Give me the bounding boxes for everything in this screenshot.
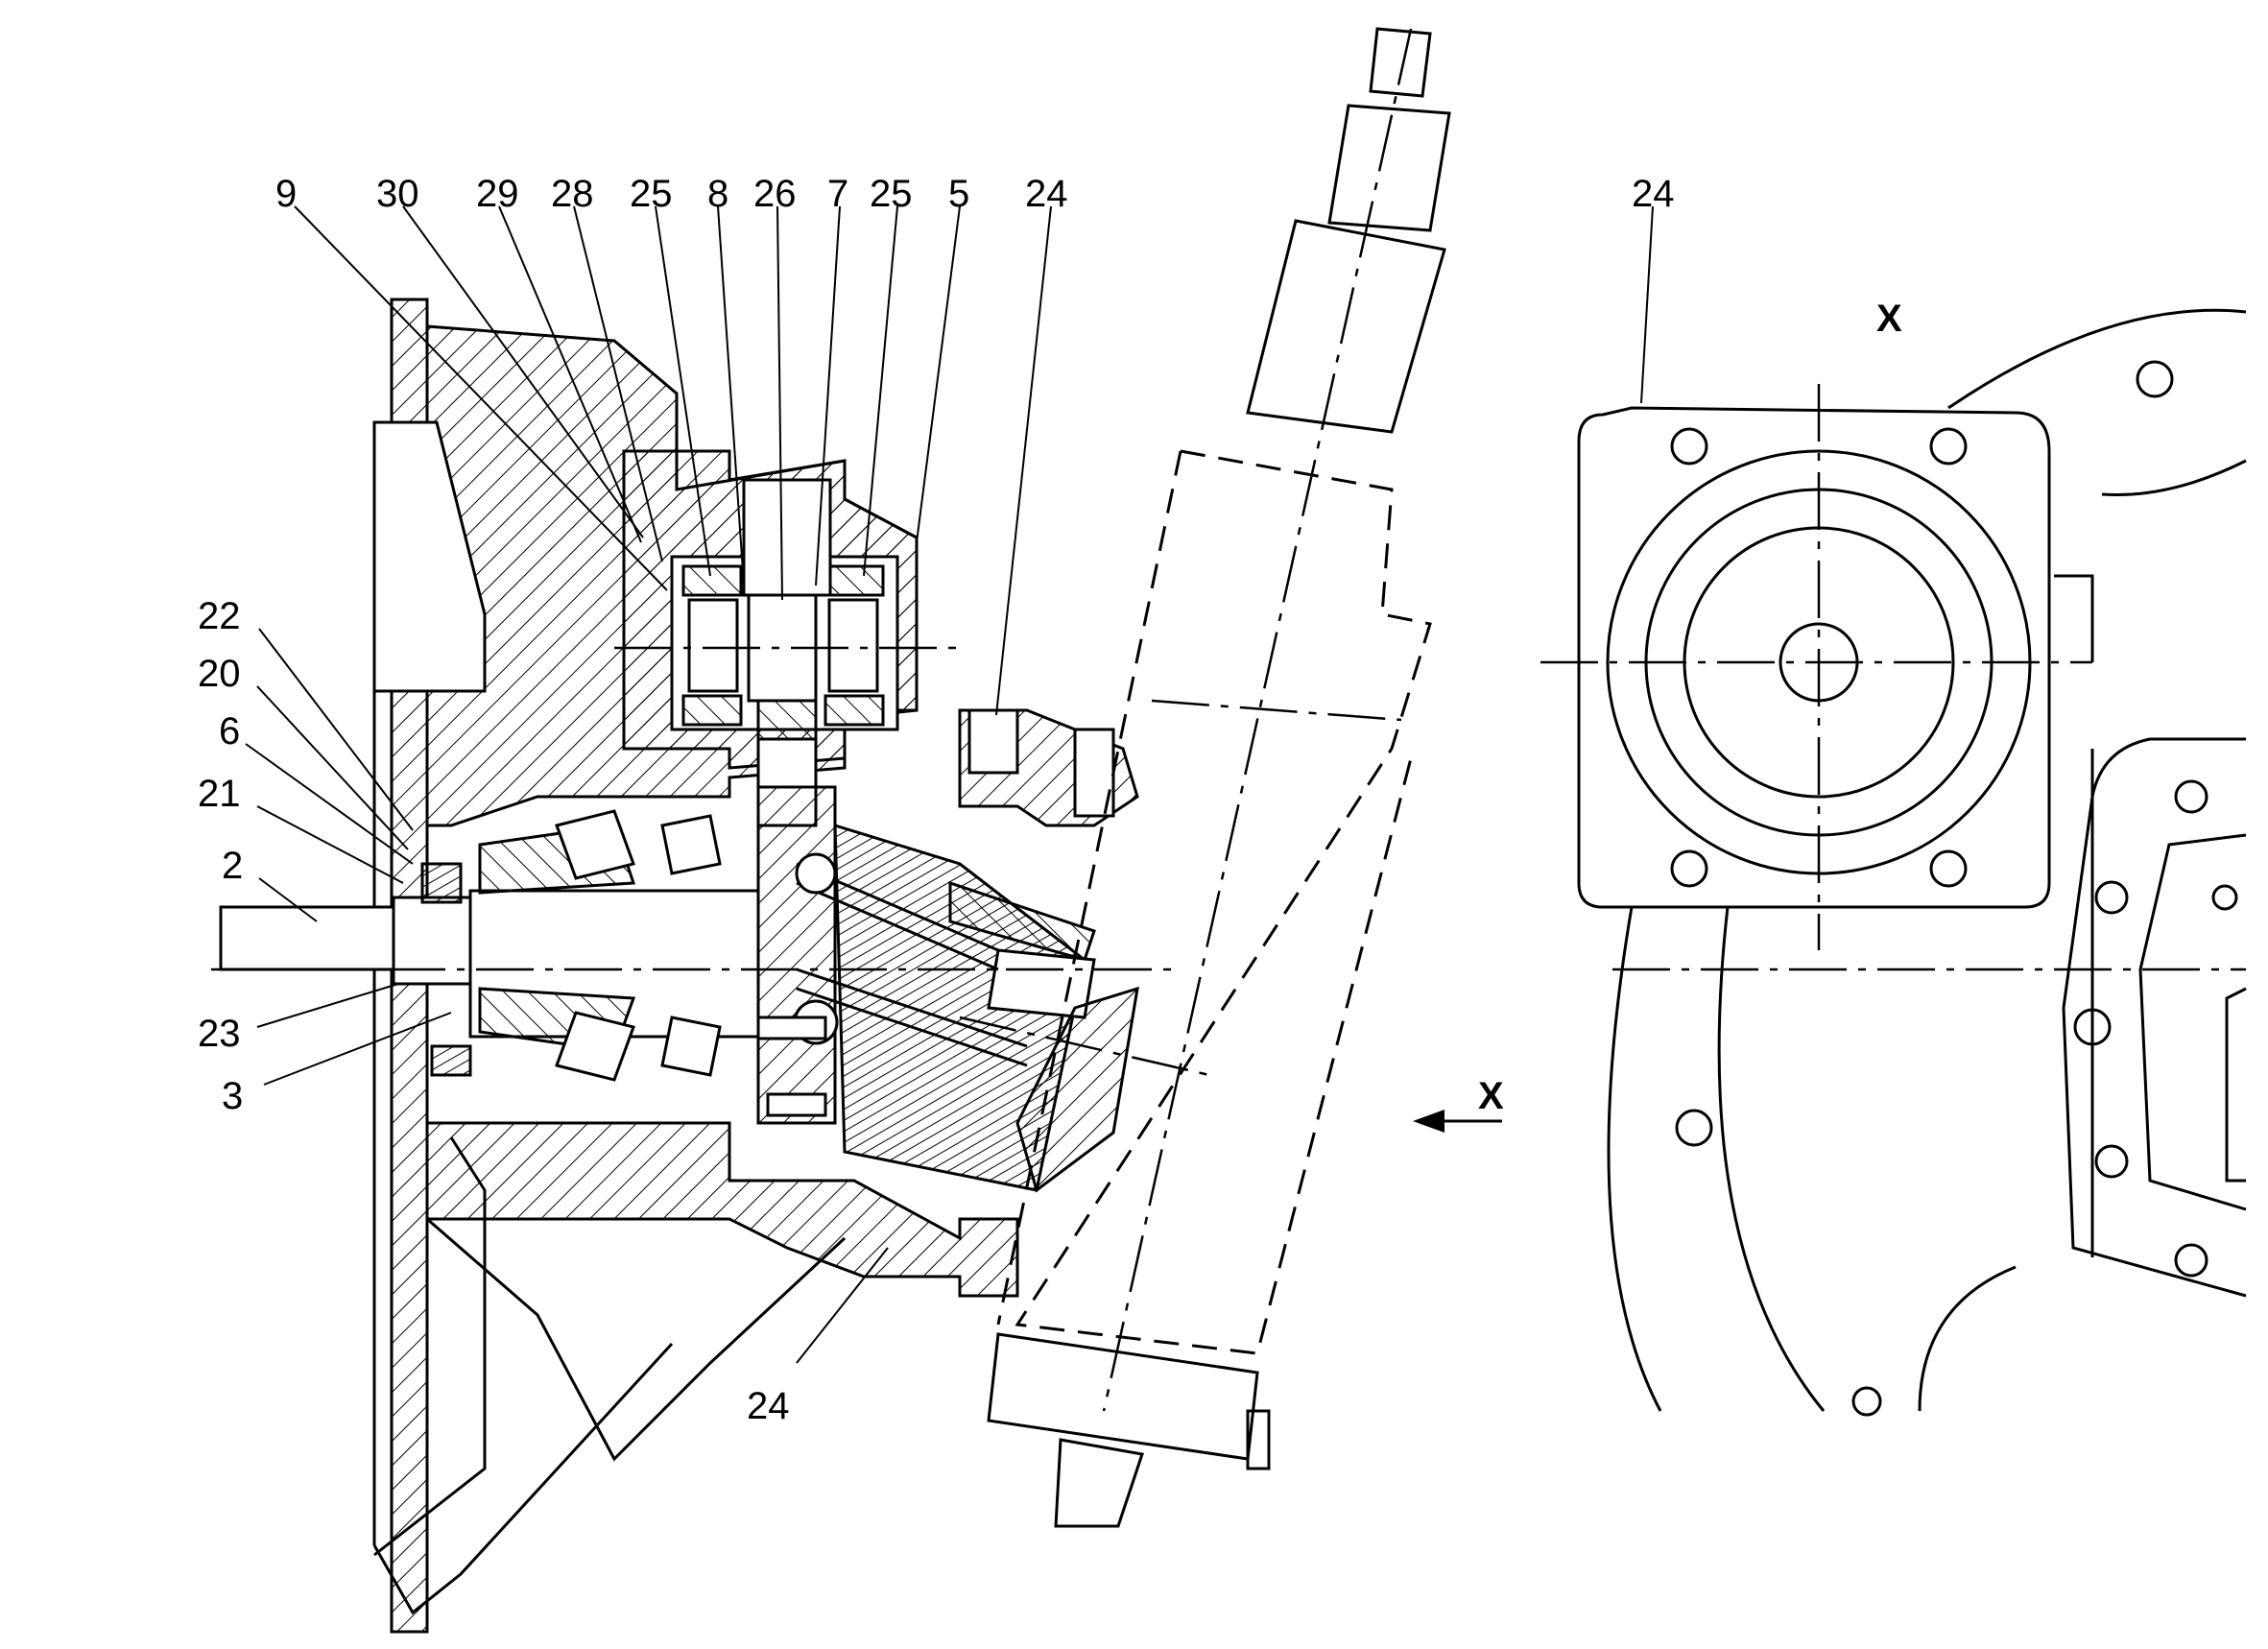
callout-9: 9 <box>275 173 297 215</box>
callout-30: 30 <box>376 173 419 215</box>
callout-24-bottom: 24 <box>747 1385 790 1427</box>
callout-2: 2 <box>222 845 243 887</box>
callout-25b: 25 <box>870 173 913 215</box>
callout-labels: 9 30 29 28 25 8 26 7 25 5 24 22 20 6 21 … <box>198 173 1902 1427</box>
callout-28: 28 <box>551 173 594 215</box>
view-arrow-label: X <box>1478 1075 1504 1117</box>
callout-26: 26 <box>753 173 797 215</box>
callout-5: 5 <box>948 173 969 215</box>
callout-29: 29 <box>476 173 519 215</box>
callout-20: 20 <box>198 653 241 695</box>
callout-23: 23 <box>198 1013 241 1055</box>
callout-22: 22 <box>198 595 241 637</box>
inclined-component <box>987 27 1451 1528</box>
callout-25: 25 <box>630 173 673 215</box>
callout-24a: 24 <box>1025 173 1068 215</box>
callout-8: 8 <box>707 173 728 215</box>
callout-6: 6 <box>219 710 240 753</box>
view-title: X <box>1876 298 1902 340</box>
callout-21: 21 <box>198 773 241 815</box>
view-x <box>1540 308 2247 1417</box>
view-arrow <box>1413 1110 1502 1133</box>
callout-24-right: 24 <box>1632 173 1675 215</box>
section-view <box>211 298 1210 1634</box>
leader-lines <box>245 205 1654 1364</box>
callout-7: 7 <box>827 173 848 215</box>
callout-3: 3 <box>222 1075 243 1117</box>
